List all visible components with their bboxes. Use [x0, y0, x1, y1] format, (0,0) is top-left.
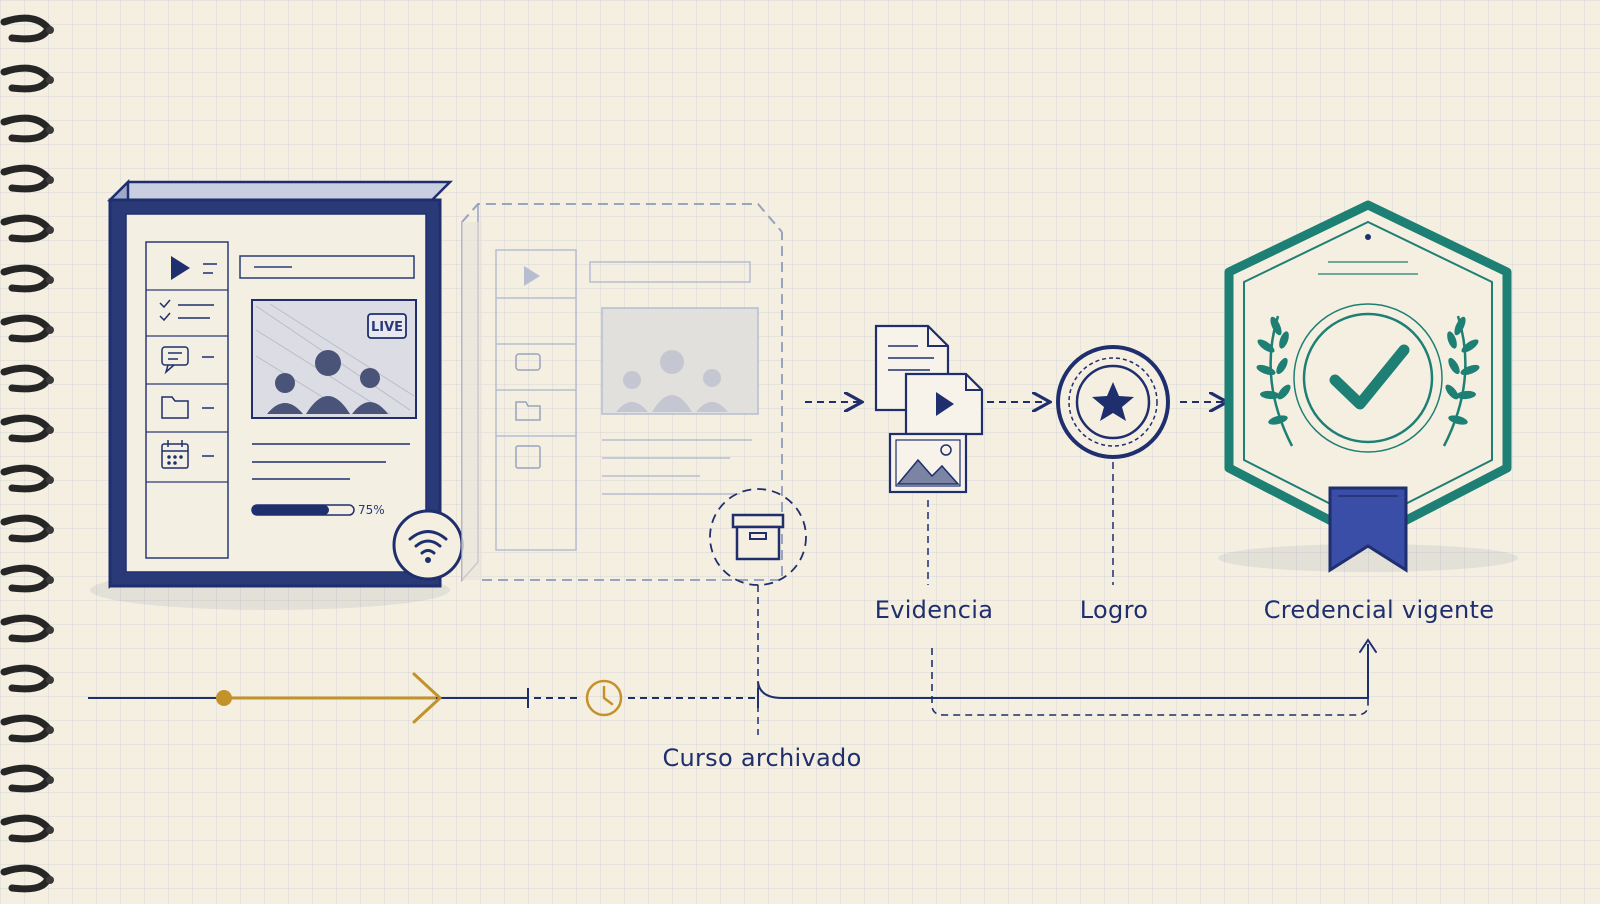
spiral-ring	[0, 314, 54, 343]
badge-ribbon	[1328, 486, 1408, 573]
spiral-ring	[0, 564, 54, 593]
spiral-rings	[0, 14, 54, 893]
live-badge	[367, 313, 407, 339]
spiral-ring	[0, 214, 54, 243]
spiral-ring	[0, 64, 54, 93]
timeline-arrow-head	[412, 672, 442, 724]
spiral-ring	[0, 164, 54, 193]
spiral-ring	[0, 14, 54, 43]
spiral-binding	[0, 0, 60, 900]
calendar-icon[interactable]	[161, 440, 214, 469]
ghost-chat-icon	[515, 353, 541, 371]
course-sidebar	[145, 241, 229, 559]
chat-icon[interactable]	[161, 346, 214, 375]
spiral-ring	[0, 714, 54, 743]
timeline-start-dot	[216, 690, 232, 706]
archive-box-icon[interactable]	[709, 488, 807, 586]
evidence-files[interactable]	[874, 324, 984, 494]
star-medal-icon[interactable]	[1056, 345, 1170, 459]
image-file-icon	[888, 432, 968, 494]
spiral-ring	[0, 364, 54, 393]
left-laurel	[1256, 315, 1294, 447]
play-icon[interactable]	[171, 256, 217, 280]
spiral-ring	[0, 864, 54, 893]
right-laurel	[1442, 315, 1480, 447]
live-badge-text: LIVE	[371, 320, 403, 335]
ghost-play-icon	[524, 266, 540, 286]
ghost-calendar-icon	[515, 445, 541, 469]
archive-to-credential-path	[757, 644, 1369, 699]
clock-icon	[585, 679, 623, 717]
checklist-icon[interactable]	[159, 299, 214, 322]
spiral-ring	[0, 764, 54, 793]
credential-label: Credencial vigente	[1263, 596, 1495, 624]
ghost-folder-icon	[515, 401, 541, 421]
spiral-ring	[0, 664, 54, 693]
timeline	[88, 638, 1377, 724]
badge-icon[interactable]	[1218, 200, 1518, 573]
wifi-icon[interactable]	[392, 509, 464, 581]
course-title-bar	[239, 255, 415, 279]
archived-course-label: Curso archivado	[662, 744, 862, 772]
active-course-window: LIVE 75%	[90, 178, 464, 610]
spiral-ring	[0, 414, 54, 443]
video-file-icon	[904, 372, 984, 436]
spiral-ring	[0, 114, 54, 143]
spiral-ring	[0, 264, 54, 293]
live-video-panel[interactable]: LIVE	[251, 299, 417, 419]
achievement-label: Logro	[1079, 596, 1149, 624]
evidence-label: Evidencia	[874, 596, 994, 624]
spiral-ring	[0, 514, 54, 543]
spiral-ring	[0, 814, 54, 843]
folder-icon[interactable]	[161, 396, 214, 419]
progress-bar: 75%	[251, 503, 385, 517]
archived-course-window	[461, 203, 783, 582]
evidence-to-credential-path	[931, 648, 1369, 716]
progress-percent: 75%	[358, 503, 385, 517]
spiral-ring	[0, 464, 54, 493]
spiral-ring	[0, 614, 54, 643]
